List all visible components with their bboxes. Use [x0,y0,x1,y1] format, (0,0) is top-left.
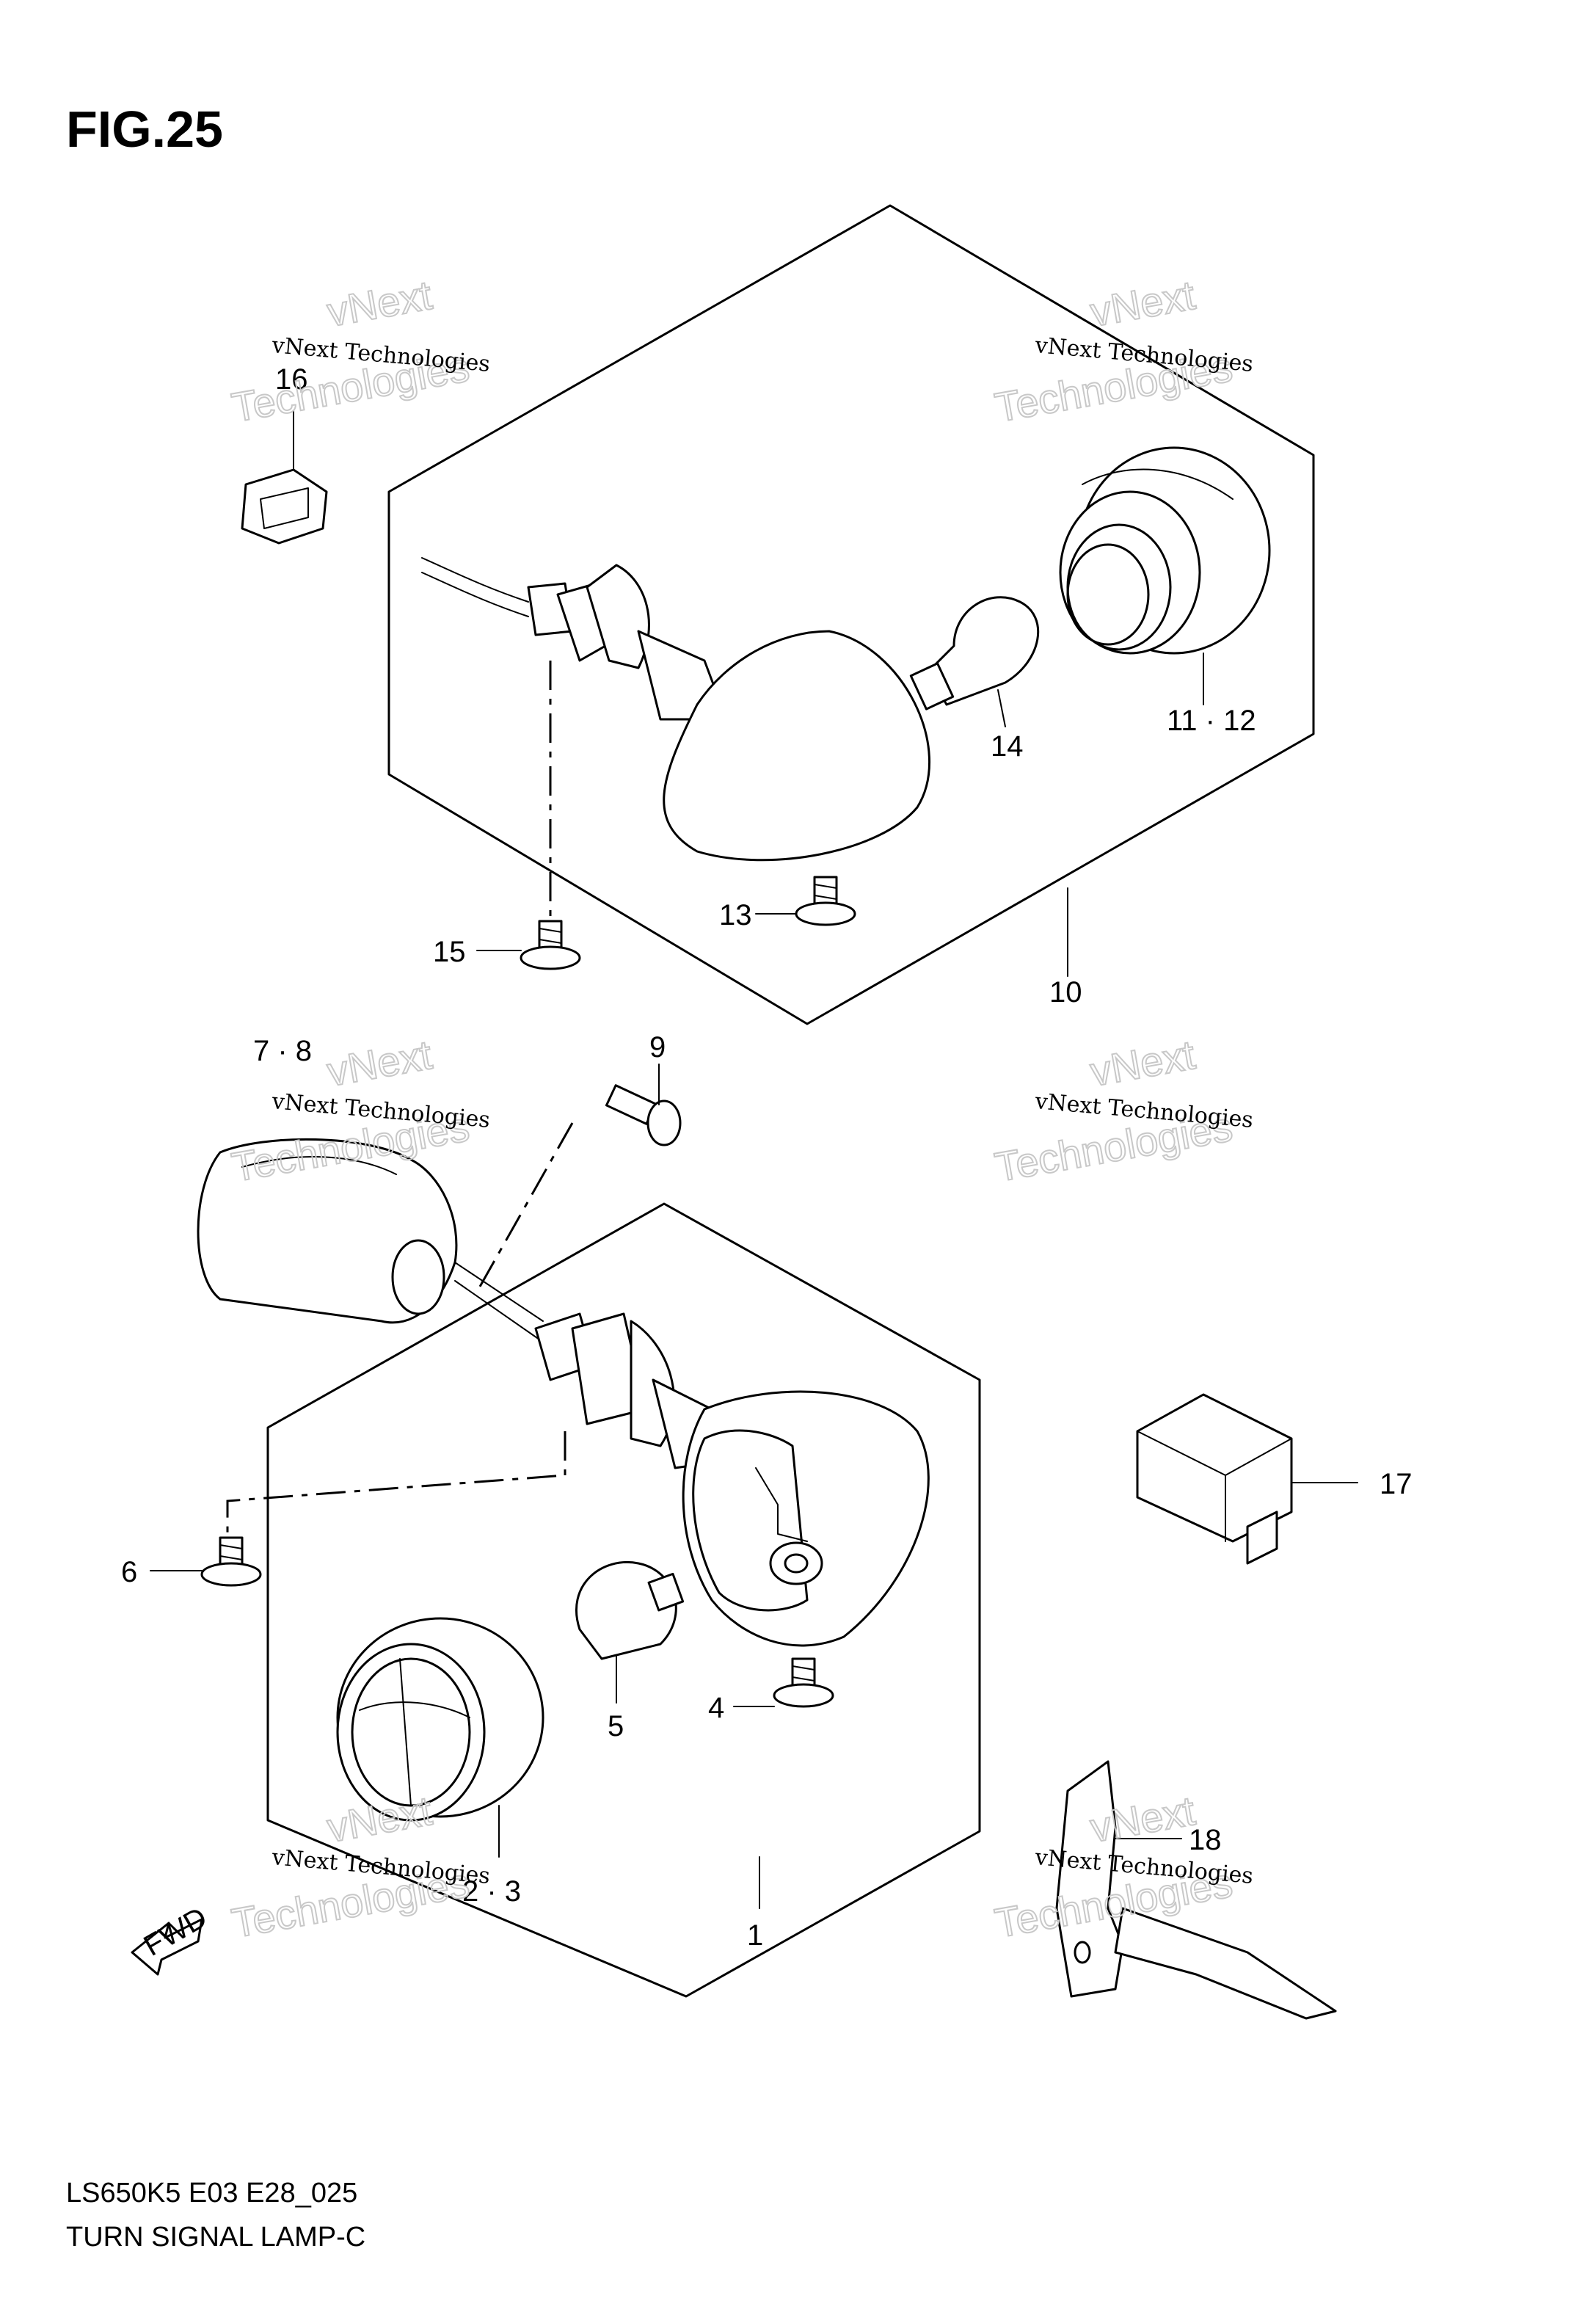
watermark-top-right: vNext Technologies vNext Technologies [991,271,1254,432]
callout-14: 14 [991,730,1024,763]
svg-text:vNext: vNext [324,272,435,335]
callout-1: 1 [747,1919,763,1952]
assembly-frame-10 [387,204,1315,1025]
relay-17-icon [1136,1393,1358,1565]
callout-13: 13 [719,899,752,931]
callout-17: 17 [1380,1468,1413,1500]
upper-lamp-body [421,557,930,925]
callout-2-3: 2 · 3 [462,1875,521,1908]
svg-text:vNext: vNext [1087,1031,1198,1095]
assembly-frame-1 [266,1202,981,1998]
fwd-arrow-icon: FWD [131,1901,213,1976]
callout-11-12: 11 · 12 [1167,705,1256,737]
svg-text:vNext: vNext [1087,272,1198,335]
callout-6: 6 [121,1556,137,1588]
watermark-mid-right: vNext Technologies vNext Technologies [991,1030,1254,1191]
lens-2-3 [336,1617,544,1858]
lower-center-line [226,1122,574,1552]
screw-13-icon [795,876,856,926]
svg-text:vNext: vNext [324,1787,435,1851]
callout-16: 16 [275,363,308,396]
callout-4: 4 [708,1692,724,1724]
watermark-top-left: vNext Technologies vNext Technologies [227,271,491,432]
housing-7-8 [197,1138,458,1324]
screw-4-icon [773,1657,834,1708]
bracket-18-icon [1055,1760,1337,2020]
model-code: LS650K5 E03 E28_025 [66,2178,357,2209]
figure-caption: TURN SIGNAL LAMP-C [66,2222,365,2253]
lens-11-12 [1059,446,1271,705]
callout-5: 5 [608,1710,624,1742]
callout-18: 18 [1189,1824,1222,1856]
clip-16-icon [241,410,328,545]
svg-text:vNext: vNext [324,1031,435,1095]
lower-lamp-body [454,1262,930,1647]
bulb-5 [575,1561,685,1704]
bolt-9-icon [605,1064,682,1146]
bulb-14 [909,596,1040,727]
callout-9: 9 [649,1031,666,1064]
figure-title: FIG.25 [66,101,223,158]
callout-15: 15 [433,936,466,968]
callout-10: 10 [1049,976,1082,1008]
screw-15-icon [520,920,581,970]
watermark-bottom-right: vNext Technologies vNext Technologies [991,1786,1254,1947]
callout-7-8: 7 · 8 [253,1035,312,1067]
screw-6-icon [200,1536,262,1587]
